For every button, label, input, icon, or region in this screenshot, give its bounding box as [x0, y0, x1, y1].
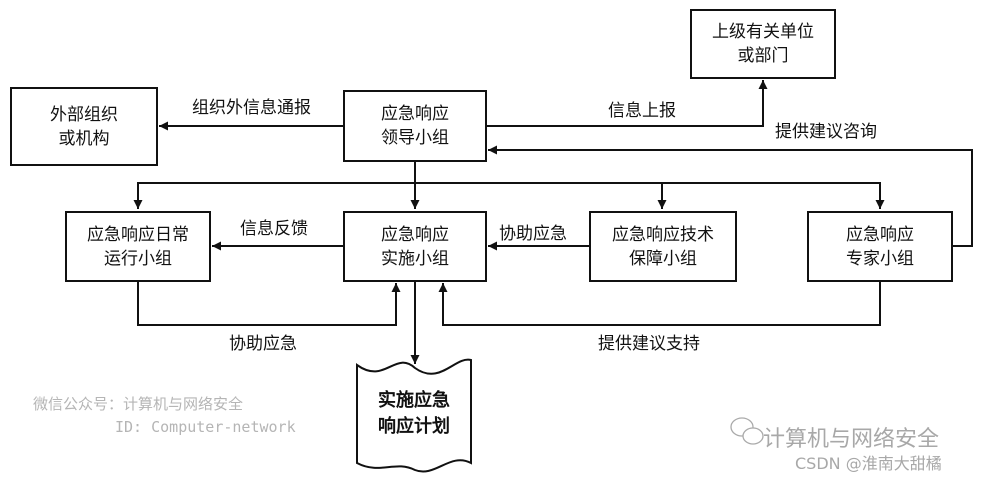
edge-advice-consult — [488, 145, 973, 247]
edge-advice-support — [438, 281, 881, 326]
label-advice-consult: 提供建议咨询 — [775, 122, 877, 142]
node-plan: 实施应急 响应计划 — [357, 388, 471, 440]
node-leadership-line2: 领导小组 — [381, 128, 449, 148]
node-tech-support-line2: 保障小组 — [629, 248, 697, 269]
node-implementation-line1: 应急响应 — [381, 224, 449, 245]
label-assist-daily: 协助应急 — [229, 334, 297, 354]
watermark-wechat-line2: ID: Computer-network — [115, 418, 296, 436]
label-external-notice: 组织外信息通报 — [192, 98, 311, 118]
node-experts-line1: 应急响应 — [846, 224, 914, 245]
label-report-up: 信息上报 — [608, 101, 676, 121]
node-external-org-line2: 或机构 — [58, 128, 110, 149]
plan-document-shape — [356, 358, 472, 473]
node-daily-ops-line1: 应急响应日常 — [87, 224, 189, 245]
node-experts-line2: 专家小组 — [846, 248, 914, 269]
node-experts: 应急响应 专家小组 — [807, 211, 953, 282]
node-tech-support: 应急响应技术 保障小组 — [589, 211, 737, 282]
node-implementation-line2: 实施小组 — [381, 248, 449, 269]
label-advice-support: 提供建议支持 — [598, 334, 700, 354]
node-superior: 上级有关单位 或部门 — [690, 9, 836, 79]
node-external-org: 外部组织 或机构 — [10, 87, 158, 166]
node-daily-ops: 应急响应日常 运行小组 — [65, 211, 211, 282]
watermark-csdn: CSDN @淮南大甜橘 — [795, 454, 942, 473]
edge-report-up — [486, 80, 768, 127]
node-superior-line2: 或部门 — [737, 46, 789, 66]
node-daily-ops-line2: 运行小组 — [104, 248, 172, 269]
node-superior-line1: 上级有关单位 — [712, 22, 814, 42]
watermark-wechat-line1: 微信公众号：计算机与网络安全 — [33, 395, 244, 413]
node-external-org-line1: 外部组织 — [50, 104, 118, 125]
node-implementation: 应急响应 实施小组 — [343, 211, 487, 282]
edge-assist-daily — [137, 281, 401, 326]
label-assist-tech: 协助应急 — [499, 224, 567, 244]
label-feedback: 信息反馈 — [240, 219, 308, 239]
node-tech-support-line1: 应急响应技术 — [612, 224, 714, 245]
node-leadership: 应急响应 领导小组 — [343, 90, 487, 162]
node-plan-line2: 响应计划 — [378, 416, 450, 437]
watermark-brand: 计算机与网络安全 — [763, 427, 940, 452]
node-leadership-line1: 应急响应 — [381, 104, 449, 124]
node-plan-line1: 实施应急 — [378, 390, 450, 411]
wechat-icon — [730, 417, 764, 445]
bus-line — [137, 182, 881, 209]
